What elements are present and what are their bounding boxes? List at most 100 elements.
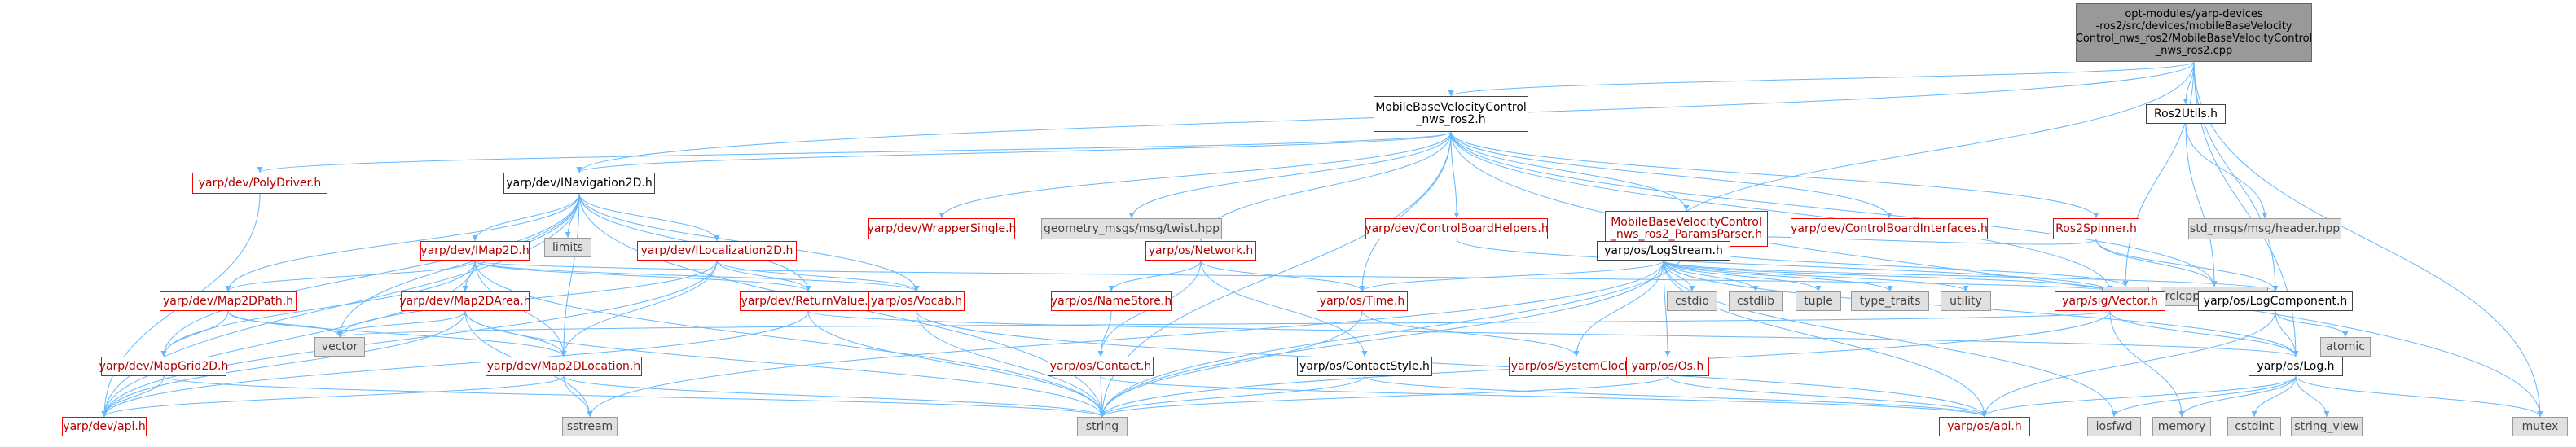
- node-string-view: string_view: [2291, 417, 2363, 436]
- edge-imap-to-mapgrid: [160, 260, 476, 357]
- edge-vocab-to-osapi: [916, 310, 1988, 418]
- edge-iloc-to-vocab: [716, 260, 920, 292]
- node-map2dlocation[interactable]: yarp/dev/Map2DLocation.h: [486, 357, 642, 376]
- edge-mbvc_h-to-mutex: [1450, 131, 2543, 418]
- node-cstdint: cstdint: [2227, 417, 2281, 436]
- edge-logstream-to-os_h: [1663, 260, 1671, 357]
- edge-map2darea-to-devapi: [101, 310, 466, 418]
- edge-mbvc_h-to-sigvector: [1450, 131, 2113, 292]
- node-paramsparser[interactable]: MobileBaseVelocityControl _nws_ros2_Para…: [1605, 211, 1768, 247]
- edge-mbvc_h-to-polydriver: [257, 131, 1452, 173]
- edge-sigvector-to-log: [2109, 310, 2299, 357]
- edge-mapgrid-to-devapi: [101, 375, 165, 418]
- edge-log-to-memory: [2178, 375, 2297, 418]
- edge-contactstyle-to-string: [1099, 375, 1365, 418]
- node-network[interactable]: yarp/os/Network.h: [1145, 241, 1256, 261]
- node-header-hpp: std_msgs/msg/header.hpp: [2188, 218, 2341, 239]
- edge-logcomp-to-atomic: [2275, 310, 2349, 338]
- node-imap2d[interactable]: yarp/dev/IMap2D.h: [420, 241, 530, 261]
- node-contactstyle[interactable]: yarp/os/ContactStyle.h: [1297, 357, 1432, 376]
- edge-logstream-to-osapi: [1663, 260, 1988, 418]
- edge-cbhelpers-to-sigvector: [1456, 239, 2113, 292]
- node-cstdio: cstdio: [1667, 291, 1717, 311]
- edge-network-to-namestore: [1108, 260, 1202, 292]
- node-os-api[interactable]: yarp/os/api.h: [1939, 417, 2030, 436]
- node-logcomponent[interactable]: yarp/os/LogComponent.h: [2198, 291, 2353, 311]
- edge-logcomp-to-log: [2275, 310, 2299, 357]
- edge-mbvc_h-to-wrapper: [939, 131, 1452, 219]
- edge-imap-to-vocab: [474, 260, 920, 292]
- node-systemclock[interactable]: yarp/os/SystemClock.h: [1509, 357, 1644, 376]
- edge-contactstyle-to-osapi: [1364, 375, 1988, 418]
- edge-log-to-mutex: [2295, 375, 2543, 418]
- node-mapgrid2d[interactable]: yarp/dev/MapGrid2D.h: [99, 357, 228, 376]
- edge-root-to-mutex: [2193, 61, 2543, 418]
- edge-logcomp-to-osapi: [1981, 310, 2276, 418]
- node-mutex: mutex: [2512, 417, 2568, 436]
- node-log[interactable]: yarp/os/Log.h: [2249, 357, 2343, 376]
- edge-os_h-to-string: [1099, 375, 1668, 418]
- node-memory: memory: [2152, 417, 2211, 436]
- edge-iloc-to-retval: [716, 260, 811, 292]
- edge-logstream-to-utility: [1663, 260, 1969, 292]
- node-controlboardinterfaces[interactable]: yarp/dev/ControlBoardInterfaces.h: [1791, 218, 1988, 239]
- node-os[interactable]: yarp/os/Os.h: [1626, 357, 1709, 376]
- edge-logstream-to-sigvector: [1663, 260, 2113, 292]
- node-ilocalization2d[interactable]: yarp/dev/ILocalization2D.h: [637, 241, 797, 261]
- edge-root-to-mbvc_h: [1448, 61, 2195, 97]
- edge-mbvc_h-to-rclcpp: [1450, 131, 2218, 287]
- node-root-cpp[interactable]: opt-modules/yarp-devices -ros2/src/devic…: [2076, 3, 2312, 62]
- node-limits: limits: [544, 238, 591, 257]
- node-returnvalue[interactable]: yarp/dev/ReturnValue.h: [740, 291, 877, 311]
- node-namestore[interactable]: yarp/os/NameStore.h: [1051, 291, 1172, 311]
- edge-map2dpath-to-mapgrid: [160, 310, 229, 357]
- edge-inav-to-vector: [336, 193, 580, 338]
- node-ros2utils[interactable]: Ros2Utils.h: [2146, 104, 2226, 124]
- node-string: string: [1077, 417, 1128, 436]
- node-mobilebase-header[interactable]: MobileBaseVelocityControl _nws_ros2.h: [1374, 96, 1528, 132]
- edge-sigvector-to-vector: [337, 310, 2111, 338]
- edge-inav-to-map2dloc: [560, 193, 580, 357]
- edge-logstream-to-sysclock: [1573, 260, 1664, 357]
- edge-root-to-cmath: [2122, 61, 2195, 287]
- edge-imap-to-sigvector: [474, 260, 2112, 292]
- edge-ros2utils-to-rclcpp: [2185, 123, 2218, 287]
- edge-mbvc_h-to-params: [1450, 131, 1690, 212]
- edge-network-to-time: [1200, 260, 1365, 292]
- node-wrappersingle[interactable]: yarp/dev/WrapperSingle.h: [868, 218, 1016, 239]
- edge-map2darea-to-vector: [336, 310, 466, 338]
- edge-iloc-to-map2dloc: [560, 260, 718, 357]
- edge-contact-to-osapi: [1100, 375, 1988, 418]
- edge-os_h-to-osapi: [1667, 375, 1988, 418]
- edge-spinner-to-rclcpp: [2095, 239, 2218, 287]
- node-vocab[interactable]: yarp/os/Vocab.h: [868, 291, 965, 311]
- edge-log-to-iosfwd: [2111, 375, 2297, 418]
- node-sig-vector[interactable]: yarp/sig/Vector.h: [2055, 291, 2165, 311]
- edge-imap-to-retval: [474, 260, 811, 292]
- node-polydriver[interactable]: yarp/dev/PolyDriver.h: [192, 173, 327, 194]
- node-time[interactable]: yarp/os/Time.h: [1317, 291, 1408, 311]
- edge-iloc-to-devapi: [101, 260, 718, 418]
- node-cstdlib: cstdlib: [1729, 291, 1783, 311]
- node-inavigation2d[interactable]: yarp/dev/INavigation2D.h: [503, 173, 655, 194]
- edge-ros2utils-to-header: [2185, 123, 2268, 219]
- node-map2dpath[interactable]: yarp/dev/Map2DPath.h: [160, 291, 297, 311]
- edge-logstream-to-time: [1359, 260, 1664, 292]
- node-map2darea[interactable]: yarp/dev/Map2DArea.h: [399, 291, 531, 311]
- node-dev-api[interactable]: yarp/dev/api.h: [62, 417, 147, 436]
- node-ros2spinner[interactable]: Ros2Spinner.h: [2053, 218, 2139, 239]
- node-iosfwd: iosfwd: [2087, 417, 2141, 436]
- node-logstream[interactable]: yarp/os/LogStream.h: [1597, 241, 1730, 261]
- edge-root-to-logstream: [1660, 61, 2195, 242]
- edge-mbvc_h-to-spinner: [1450, 131, 2099, 219]
- edge-map2darea-to-string: [464, 310, 1106, 418]
- edge-vocab-to-string: [916, 310, 1106, 418]
- edge-mbvc_h-to-inav: [576, 131, 1452, 173]
- edge-spinner-to-logcomp: [2095, 239, 2279, 292]
- edge-time-to-sysclock: [1361, 310, 1580, 357]
- node-controlboardhelpers[interactable]: yarp/dev/ControlBoardHelpers.h: [1365, 218, 1549, 239]
- edge-namestore-to-contact: [1097, 310, 1112, 357]
- node-contact[interactable]: yarp/os/Contact.h: [1048, 357, 1154, 376]
- edge-network-to-contactstyle: [1200, 260, 1368, 357]
